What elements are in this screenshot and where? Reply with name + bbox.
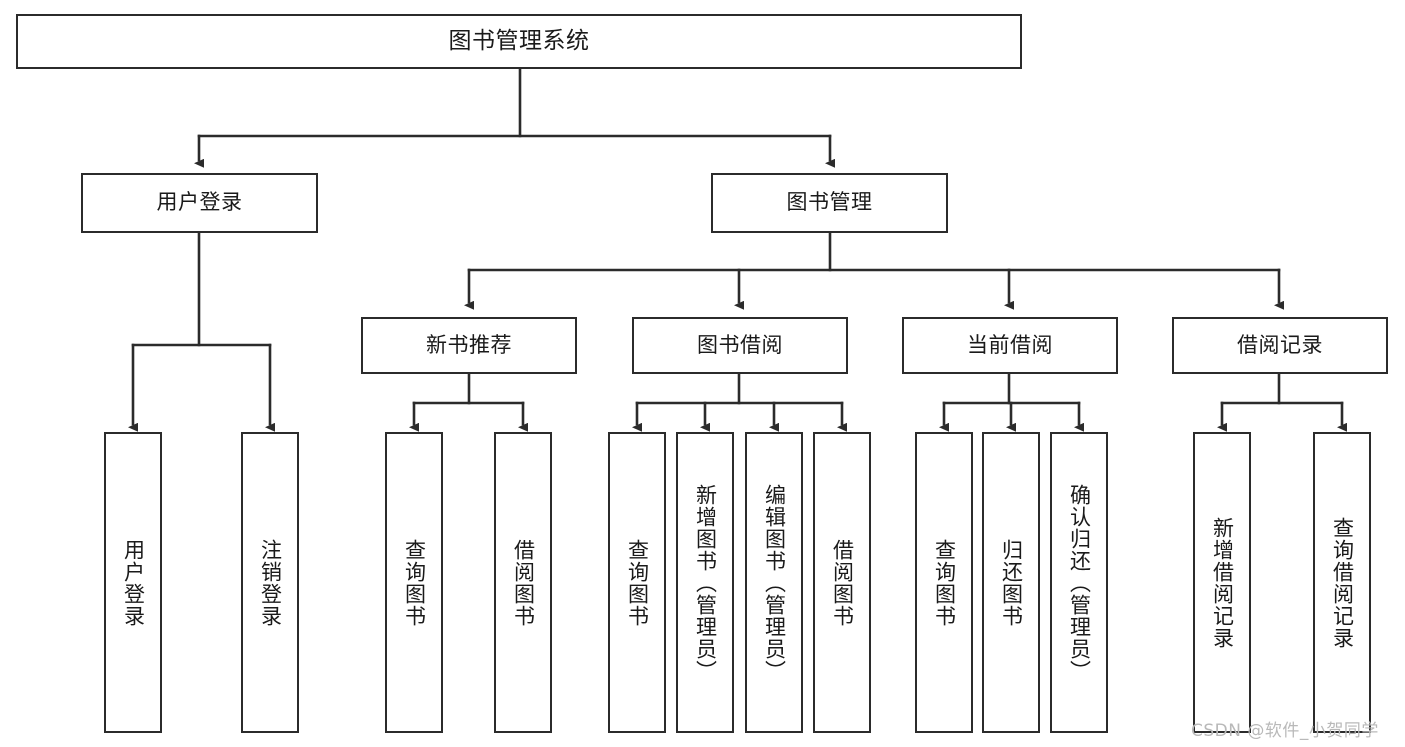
leaf-borrow-query-book[interactable]: 查询图书 bbox=[608, 432, 666, 733]
node-book-management-label: 图书管理 bbox=[786, 190, 873, 215]
leaf-user-login-signin[interactable]: 用户登录 bbox=[104, 432, 162, 733]
leaf-record-query[interactable]: 查询借阅记录 bbox=[1313, 432, 1371, 733]
leaf-user-login-signout[interactable]: 注销登录 bbox=[241, 432, 299, 733]
node-user-login-label: 用户登录 bbox=[156, 190, 243, 215]
connector-lines bbox=[128, 67, 1347, 432]
node-borrow-record[interactable]: 借阅记录 bbox=[1172, 317, 1388, 374]
leaf-current-confirm-return-label: 确认归还（管理员） bbox=[1067, 483, 1092, 682]
leaf-record-query-label: 查询借阅记录 bbox=[1330, 516, 1355, 649]
leaf-current-query-book[interactable]: 查询图书 bbox=[915, 432, 973, 733]
leaf-borrow-add-book[interactable]: 新增图书（管理员） bbox=[676, 432, 734, 733]
leaf-current-return-book[interactable]: 归还图书 bbox=[982, 432, 1040, 733]
leaf-new-book-query[interactable]: 查询图书 bbox=[385, 432, 443, 733]
leaf-record-add[interactable]: 新增借阅记录 bbox=[1193, 432, 1251, 733]
leaf-new-book-query-label: 查询图书 bbox=[402, 538, 427, 627]
node-borrow-record-label: 借阅记录 bbox=[1237, 332, 1323, 357]
leaf-borrow-query-book-label: 查询图书 bbox=[625, 538, 650, 627]
leaf-borrow-borrow-book[interactable]: 借阅图书 bbox=[813, 432, 871, 733]
node-book-borrow[interactable]: 图书借阅 bbox=[632, 317, 848, 374]
leaf-borrow-edit-book-label: 编辑图书（管理员） bbox=[762, 483, 787, 682]
leaf-user-login-signin-label: 用户登录 bbox=[121, 538, 146, 627]
leaf-current-query-book-label: 查询图书 bbox=[932, 538, 957, 627]
node-book-management[interactable]: 图书管理 bbox=[711, 173, 948, 233]
node-current-borrow-label: 当前借阅 bbox=[967, 332, 1053, 357]
leaf-borrow-borrow-book-label: 借阅图书 bbox=[830, 538, 855, 627]
leaf-user-login-signout-label: 注销登录 bbox=[258, 538, 283, 627]
leaf-current-confirm-return[interactable]: 确认归还（管理员） bbox=[1050, 432, 1108, 733]
node-new-book-recommend[interactable]: 新书推荐 bbox=[361, 317, 577, 374]
node-new-book-recommend-label: 新书推荐 bbox=[426, 332, 512, 357]
leaf-record-add-label: 新增借阅记录 bbox=[1210, 516, 1235, 649]
leaf-new-book-borrow-label: 借阅图书 bbox=[511, 538, 536, 627]
leaf-current-return-book-label: 归还图书 bbox=[999, 538, 1024, 627]
node-current-borrow[interactable]: 当前借阅 bbox=[902, 317, 1118, 374]
node-user-login[interactable]: 用户登录 bbox=[81, 173, 318, 233]
leaf-borrow-add-book-label: 新增图书（管理员） bbox=[693, 483, 718, 682]
node-root-system-label: 图书管理系统 bbox=[448, 27, 590, 54]
node-root-system[interactable]: 图书管理系统 bbox=[16, 14, 1022, 69]
node-book-borrow-label: 图书借阅 bbox=[697, 332, 783, 357]
leaf-borrow-edit-book[interactable]: 编辑图书（管理员） bbox=[745, 432, 803, 733]
leaf-new-book-borrow[interactable]: 借阅图书 bbox=[494, 432, 552, 733]
